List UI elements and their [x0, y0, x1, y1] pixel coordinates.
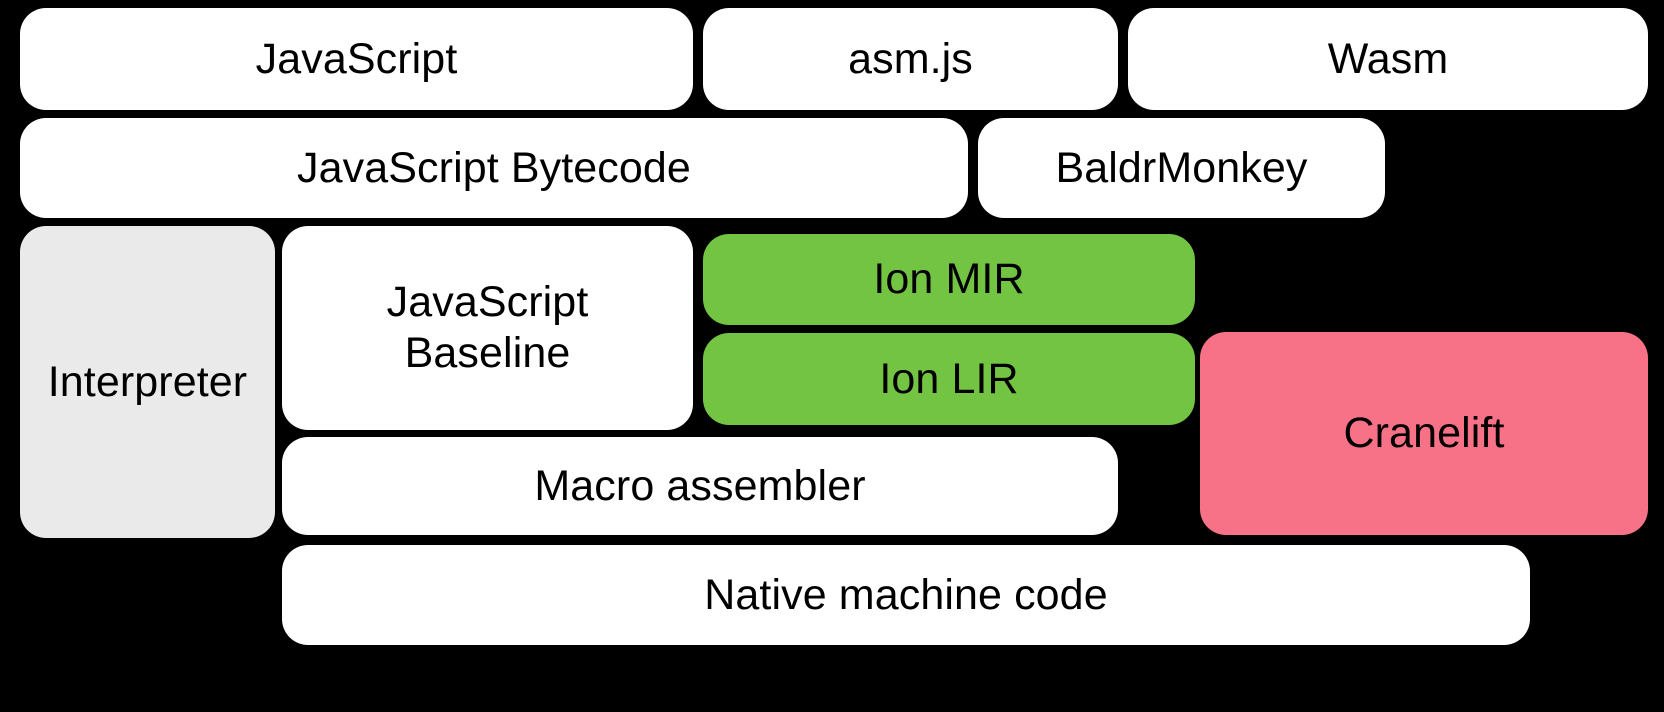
- node-javascript-baseline: JavaScript Baseline: [282, 226, 693, 430]
- node-macro-assembler: Macro assembler: [282, 437, 1118, 535]
- node-javascript: JavaScript: [20, 8, 693, 110]
- node-interpreter: Interpreter: [20, 226, 275, 538]
- node-ion-lir: Ion LIR: [703, 333, 1195, 425]
- node-ion-mir: Ion MIR: [703, 234, 1195, 325]
- node-baldrmonkey: BaldrMonkey: [978, 118, 1385, 218]
- node-cranelift: Cranelift: [1200, 332, 1648, 535]
- node-javascript-bytecode: JavaScript Bytecode: [20, 118, 968, 218]
- node-wasm: Wasm: [1128, 8, 1648, 110]
- node-native-machine-code: Native machine code: [282, 545, 1530, 645]
- node-asmjs: asm.js: [703, 8, 1118, 110]
